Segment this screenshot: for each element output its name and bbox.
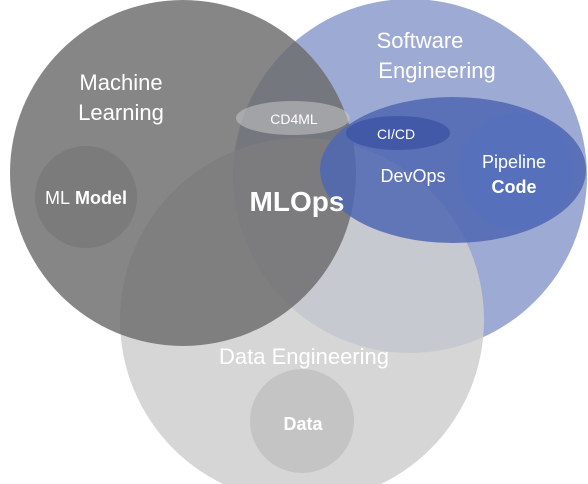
- pipeline-label-line2: Code: [492, 177, 537, 197]
- cicd-ellipse: [346, 116, 450, 150]
- data-label: Data: [283, 414, 323, 434]
- software-engineering-label-line1: Software: [377, 28, 464, 53]
- mlops-label: MLOps: [250, 186, 345, 217]
- cicd-label: CI/CD: [377, 126, 415, 142]
- machine-learning-label-line2: Learning: [78, 100, 164, 125]
- machine-learning-circle: [10, 0, 356, 346]
- devops-label: DevOps: [380, 166, 445, 186]
- ml-model-bold: Model: [75, 188, 127, 208]
- data-engineering-label: Data Engineering: [219, 344, 389, 369]
- data-circle: [250, 369, 354, 473]
- pipeline-label-line1: Pipeline: [482, 152, 546, 172]
- pipeline-code-circle: [458, 113, 574, 229]
- machine-learning-label-line1: Machine: [79, 70, 162, 95]
- cd4ml-label: CD4ML: [270, 111, 318, 127]
- ml-model-circle: [35, 146, 137, 248]
- ml-model-prefix: ML: [45, 188, 70, 208]
- cd4ml-ellipse: [236, 101, 350, 135]
- software-engineering-label-line2: Engineering: [378, 58, 495, 83]
